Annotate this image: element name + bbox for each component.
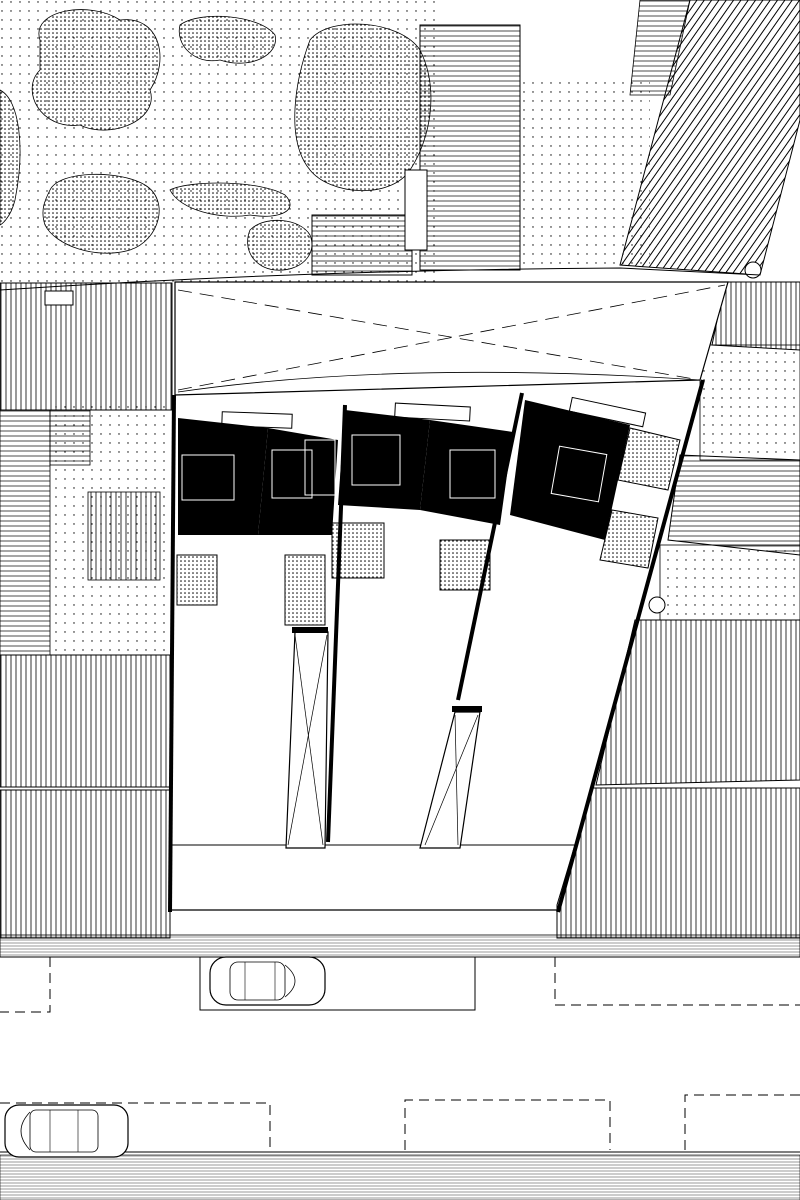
east-neighbours bbox=[556, 281, 800, 939]
roof-west-4 bbox=[87, 491, 161, 581]
house-1-garage-x2 bbox=[287, 634, 328, 846]
house-1-block-right bbox=[258, 428, 338, 535]
shed-annex bbox=[404, 169, 428, 251]
yard-east-2-dotted bbox=[659, 544, 800, 621]
north-boundary bbox=[0, 267, 761, 291]
roof-north-east-small bbox=[629, 0, 691, 96]
house-2 bbox=[331, 402, 513, 849]
shed-roof-north bbox=[419, 24, 521, 271]
sidewalk bbox=[0, 934, 800, 958]
parking-bay-3 bbox=[554, 957, 800, 1006]
house-1-block-left bbox=[178, 418, 268, 535]
parking-bay-2 bbox=[199, 957, 476, 1011]
house-3-bath-2 bbox=[599, 509, 659, 569]
house-2-garage-x1 bbox=[454, 714, 459, 846]
house-3-canopy bbox=[568, 396, 647, 428]
tree-canopy-5 bbox=[0, 89, 313, 271]
north-garden bbox=[0, 0, 800, 285]
house-1 bbox=[176, 411, 338, 849]
tree-canopy-2 bbox=[178, 15, 276, 64]
house-3-bath-1 bbox=[617, 427, 681, 491]
column-north-east bbox=[744, 261, 762, 279]
forecourt-outline bbox=[174, 281, 729, 396]
house-2-bed-1 bbox=[351, 434, 401, 486]
roof-north-east bbox=[619, 0, 800, 276]
roof-west-6 bbox=[0, 789, 171, 939]
house-2-canopy bbox=[394, 402, 471, 422]
roof-west-2 bbox=[0, 409, 51, 656]
house-1-bed-2 bbox=[271, 449, 313, 499]
house-2-garage-lintel bbox=[452, 706, 482, 712]
parking-bay-1 bbox=[0, 957, 51, 1013]
house-2-garage-x2 bbox=[424, 714, 479, 846]
house-3-block bbox=[510, 400, 630, 540]
house-2-bath bbox=[331, 522, 385, 579]
skylight-west bbox=[44, 290, 74, 306]
house-2-bed-2 bbox=[449, 449, 496, 499]
car-north bbox=[209, 956, 326, 1006]
house-2-block-right bbox=[420, 420, 513, 525]
car-south bbox=[4, 1104, 129, 1158]
roof-west-3 bbox=[49, 409, 91, 466]
house-2-kitchen bbox=[439, 539, 491, 591]
west-neighbours bbox=[0, 282, 173, 939]
site-forecourt bbox=[0, 267, 761, 396]
house-1-bed-1 bbox=[181, 454, 235, 501]
house-3 bbox=[510, 396, 681, 569]
tree-canopy-4 bbox=[42, 173, 160, 254]
roof-east-3 bbox=[595, 619, 800, 786]
roof-west-1 bbox=[0, 282, 173, 411]
forecourt-arc bbox=[177, 371, 701, 393]
yard-east-dotted bbox=[699, 344, 800, 461]
parking-bay-4 bbox=[0, 1102, 271, 1150]
house-1-garage-x1 bbox=[294, 634, 324, 846]
sidewalk-south bbox=[0, 1154, 800, 1200]
column-east bbox=[648, 596, 666, 614]
house-1-kitchen bbox=[284, 554, 326, 626]
house-1-bath bbox=[176, 554, 218, 606]
dashed-x-2 bbox=[177, 284, 726, 391]
dashed-x-1 bbox=[177, 289, 701, 381]
roof-east-4 bbox=[556, 787, 800, 939]
house-3-bed bbox=[550, 445, 608, 503]
house-1-garage-lintel bbox=[292, 627, 328, 633]
tree-canopy-3 bbox=[294, 23, 432, 192]
street bbox=[0, 934, 800, 1200]
house-1-stair bbox=[304, 439, 336, 496]
parking-bay-6 bbox=[684, 1094, 800, 1150]
roof-west-5 bbox=[0, 654, 171, 788]
parking-bay-5 bbox=[404, 1099, 611, 1150]
roof-east-2 bbox=[667, 454, 800, 556]
shed-roof-small bbox=[311, 214, 413, 276]
tree-canopy-1 bbox=[31, 9, 161, 131]
wall-west bbox=[168, 394, 176, 913]
wall-east bbox=[556, 379, 705, 913]
